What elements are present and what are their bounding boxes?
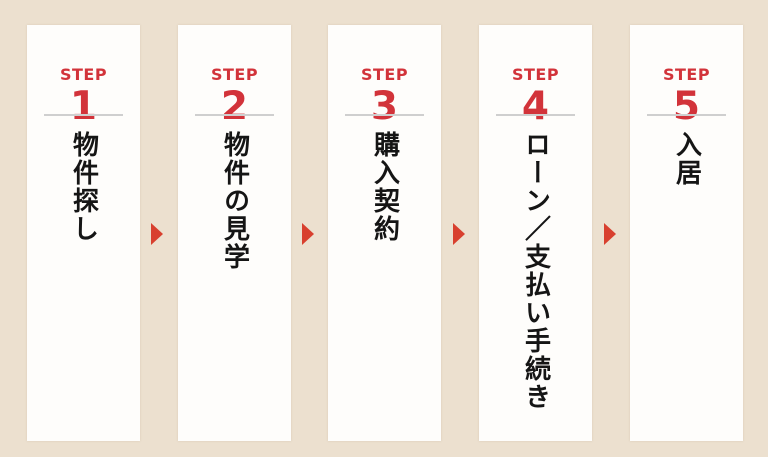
divider bbox=[195, 114, 274, 116]
divider bbox=[345, 114, 424, 116]
step-title: 物件探し bbox=[68, 131, 99, 243]
arrow-right-icon bbox=[453, 223, 465, 245]
arrow-right-icon bbox=[151, 223, 163, 245]
arrow-right-icon bbox=[302, 223, 314, 245]
step-label: STEP bbox=[662, 65, 711, 84]
step-title: 入居 bbox=[671, 131, 702, 187]
step-card-2: STEP 2 物件の見学 bbox=[178, 25, 291, 441]
step-title: 物件の見学 bbox=[219, 131, 250, 271]
divider bbox=[44, 114, 123, 116]
step-label: STEP bbox=[360, 65, 409, 84]
step-card-3: STEP 3 購入契約 bbox=[328, 25, 441, 441]
step-number: 3 bbox=[370, 84, 399, 129]
step-card-4: STEP 4 ローン／支払い手続き bbox=[479, 25, 592, 441]
step-label: STEP bbox=[511, 65, 560, 84]
step-number: 1 bbox=[69, 84, 98, 129]
step-card-5: STEP 5 入居 bbox=[630, 25, 743, 441]
step-label: STEP bbox=[59, 65, 108, 84]
divider bbox=[496, 114, 575, 116]
step-number: 2 bbox=[220, 84, 249, 129]
step-number: 4 bbox=[521, 84, 550, 129]
divider bbox=[647, 114, 726, 116]
arrow-right-icon bbox=[604, 223, 616, 245]
step-title: ローン／支払い手続き bbox=[520, 131, 551, 411]
step-label: STEP bbox=[210, 65, 259, 84]
step-title: 購入契約 bbox=[369, 131, 400, 243]
step-number: 5 bbox=[672, 84, 701, 129]
step-card-1: STEP 1 物件探し bbox=[27, 25, 140, 441]
